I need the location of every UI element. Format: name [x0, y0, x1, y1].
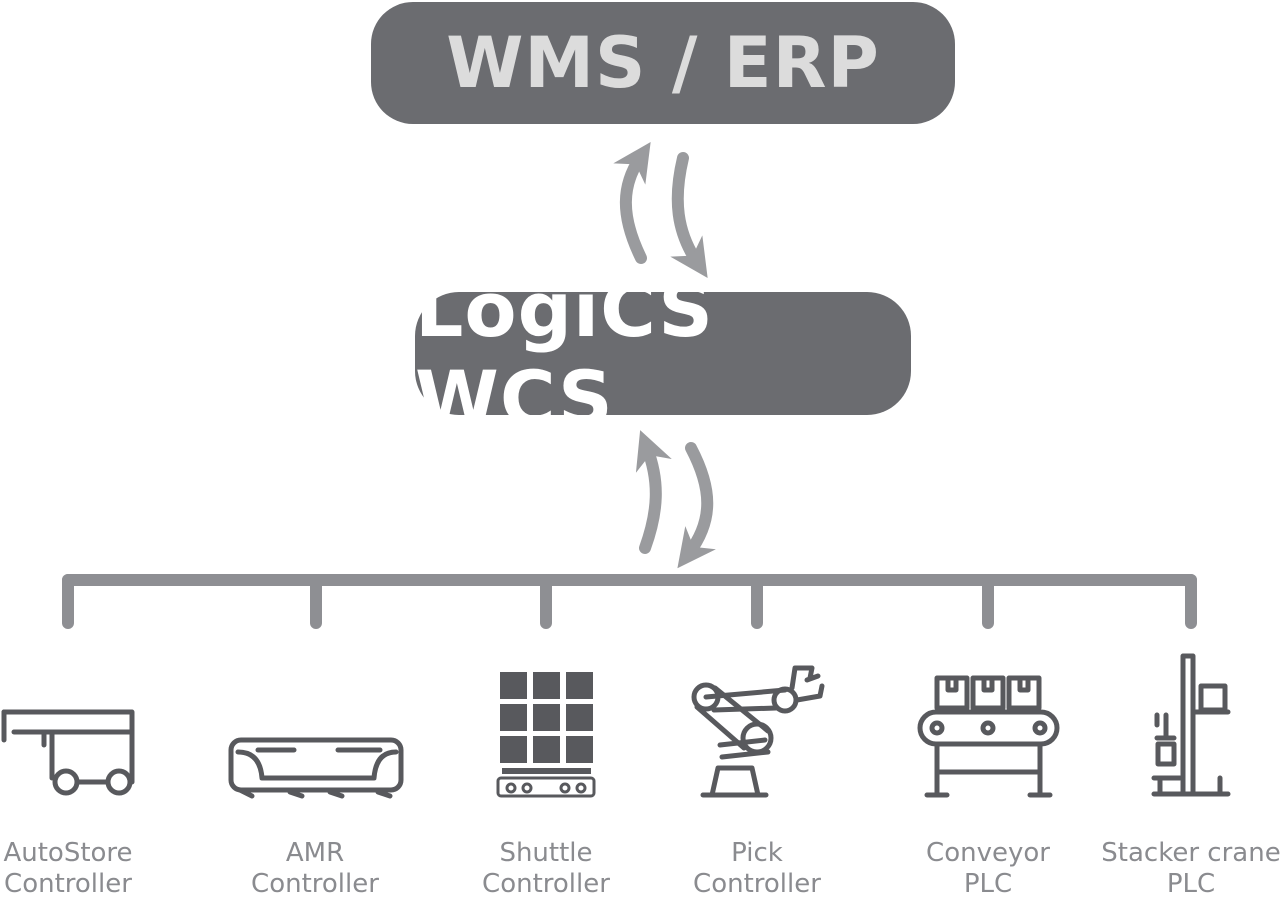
device-label-amr: AMR Controller	[251, 838, 379, 899]
arrow-down-to-wcs	[670, 152, 708, 278]
arrow-up-to-wcs	[635, 430, 672, 554]
robot-arm-icon	[691, 665, 825, 798]
amr-icon	[228, 737, 404, 799]
shuttle-icon	[496, 672, 596, 798]
wms-erp-label: WMS / ERP	[446, 22, 880, 104]
wms-erp-box: WMS / ERP	[371, 2, 955, 124]
device-label-pick: Pick Controller	[693, 838, 821, 899]
stacker-crane-icon	[1151, 653, 1231, 797]
lower-bidirectional-arrows	[635, 430, 716, 569]
distribution-bus	[62, 574, 1197, 629]
device-label-autostore: AutoStore Controller	[3, 838, 133, 899]
device-label-conveyor: Conveyor PLC	[926, 838, 1050, 899]
device-label-stacker-crane: Stacker crane PLC	[1101, 838, 1280, 899]
autostore-icon	[1, 709, 135, 796]
device-label-shuttle: Shuttle Controller	[482, 838, 610, 899]
logics-wcs-label: LogiCS WCS	[415, 264, 715, 443]
arrow-up-to-wms	[613, 142, 651, 264]
logics-wcs-box: LogiCS WCS	[415, 265, 911, 443]
conveyor-icon	[917, 675, 1060, 798]
arrow-down-to-bus	[677, 442, 716, 569]
upper-bidirectional-arrows	[613, 142, 708, 278]
